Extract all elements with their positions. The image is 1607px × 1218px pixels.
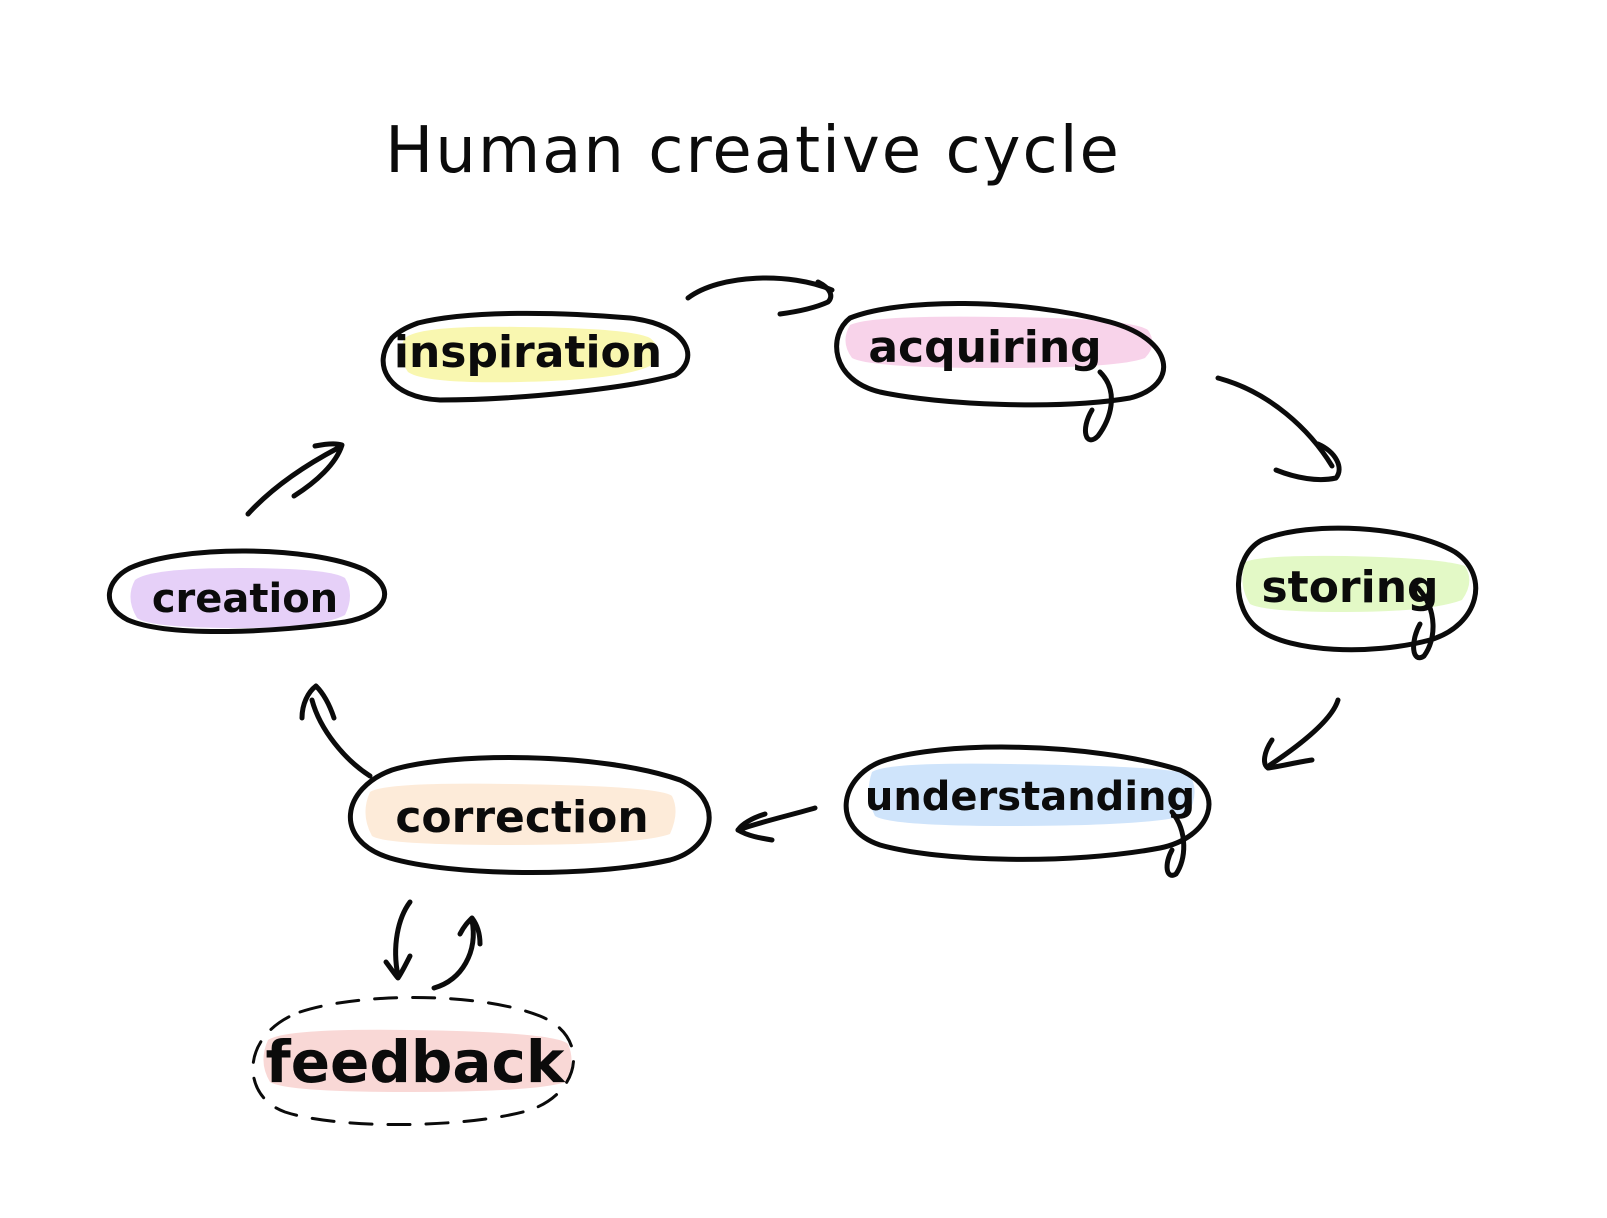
node-inspiration-outline — [380, 310, 691, 403]
arrow-inspiration-to-acquiring — [685, 275, 835, 317]
node-understanding-highlight — [868, 763, 1195, 826]
arrow-storing-to-understanding — [1262, 697, 1341, 771]
node-correction: correction — [347, 755, 712, 876]
diagram-title: Human creative cycle — [385, 114, 1121, 188]
node-feedback: feedback — [251, 996, 576, 1126]
node-storing: storing — [1236, 525, 1479, 661]
node-storing-label: storing — [1261, 562, 1438, 613]
node-feedback-label: feedback — [265, 1028, 565, 1096]
node-acquiring-highlight — [845, 316, 1153, 368]
node-creation-highlight — [130, 568, 350, 628]
node-feedback-outline — [251, 996, 576, 1126]
node-understanding-outline — [843, 744, 1212, 862]
node-storing-highlight — [1242, 555, 1470, 612]
arrow-understanding-to-correction — [735, 805, 818, 843]
arrow-correction-to-creation — [299, 683, 373, 779]
arrow-acquiring-to-storing — [1215, 375, 1342, 483]
node-understanding: understanding — [843, 744, 1212, 878]
node-acquiring-descender — [1082, 369, 1114, 443]
node-creation: creation — [107, 548, 388, 635]
arrow-feedback-to-correction — [431, 915, 483, 991]
node-correction-label: correction — [395, 792, 648, 843]
node-acquiring-outline — [834, 300, 1167, 408]
node-acquiring-label: acquiring — [868, 322, 1101, 373]
node-inspiration-label: inspiration — [394, 327, 662, 378]
node-acquiring: acquiring — [834, 300, 1167, 443]
node-creation-outline — [107, 548, 388, 635]
node-understanding-label: understanding — [865, 774, 1195, 820]
node-creation-label: creation — [152, 576, 338, 622]
node-correction-outline — [347, 755, 712, 876]
node-correction-highlight — [365, 783, 676, 845]
node-inspiration-highlight — [400, 326, 658, 383]
node-inspiration: inspiration — [380, 310, 691, 403]
node-storing-descender — [1411, 585, 1436, 661]
node-feedback-highlight — [263, 1029, 572, 1092]
arrow-correction-to-feedback — [383, 899, 413, 981]
node-understanding-descender — [1164, 809, 1187, 878]
arrow-creation-to-inspiration — [245, 441, 345, 517]
